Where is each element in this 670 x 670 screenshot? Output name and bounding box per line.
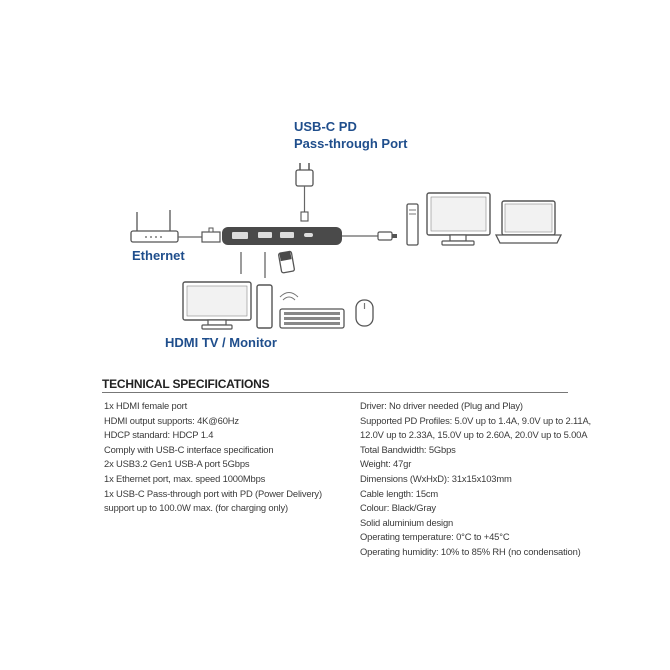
connection-diagram [130,163,563,330]
spec-line: Operating humidity: 10% to 85% RH (no co… [360,545,581,557]
usbc-pd-label-line2: Pass-through Port [294,136,408,151]
wireless-icon [279,292,299,301]
charger-icon [295,163,314,222]
usbc-pd-label-line1: USB-C PD [294,119,357,134]
desktop-monitor-icon [426,192,491,246]
spec-line: 1x HDMI female port [104,400,188,411]
specs-left-column: 1x HDMI female port HDMI output supports… [104,399,322,516]
spec-line: 12.0V up to 2.33A, 15.0V up to 2.60A, 20… [360,429,588,441]
desktop-tower-icon [406,203,419,246]
spec-line: Dimensions (WxHxD): 31x15x103mm [360,472,512,484]
spec-line: Solid aluminium design [360,516,454,528]
spec-line: Cable length: 15cm [360,487,439,499]
laptop-icon [494,200,563,244]
external-drive-icon [256,284,273,329]
spec-line: Weight: 47gr [360,458,412,470]
keyboard-icon [279,308,345,329]
hdmi-monitor-icon [182,281,252,330]
spec-line: 1x USB-C Pass-through port with PD (Powe… [104,487,322,499]
spec-line: Driver: No driver needed (Plug and Play) [360,400,523,411]
spec-line: HDCP standard: HDCP 1.4 [104,429,214,441]
router-icon [130,210,179,243]
spec-line: HDMI output supports: 4K@60Hz [104,414,239,426]
specs-right-column: Driver: No driver needed (Plug and Play)… [360,399,591,560]
ethernet-label: Ethernet [132,248,185,263]
spec-line: 2x USB3.2 Gen1 USB-A port 5Gbps [104,458,250,470]
spec-line: Total Bandwidth: 5Gbps [360,443,456,455]
specs-divider [102,392,568,393]
usb-c-hub-icon [222,227,397,245]
hdmi-monitor-label: HDMI TV / Monitor [165,335,277,350]
ethernet-cable-icon [178,227,221,243]
spec-line: Comply with USB-C interface specificatio… [104,443,274,455]
spec-line: Colour: Black/Gray [360,502,436,514]
mouse-icon [355,299,374,327]
port-connection-lines [240,252,266,278]
spec-line: 1x Ethernet port, max. speed 1000Mbps [104,472,266,484]
spec-line: Operating temperature: 0°C to +45°C [360,531,510,543]
specs-title: TECHNICAL SPECIFICATIONS [102,377,270,391]
spec-line: support up to 100.0W max. (for charging … [104,502,288,514]
usb-drive-icon [278,250,295,274]
spec-line: Supported PD Profiles: 5.0V up to 1.4A, … [360,414,592,426]
